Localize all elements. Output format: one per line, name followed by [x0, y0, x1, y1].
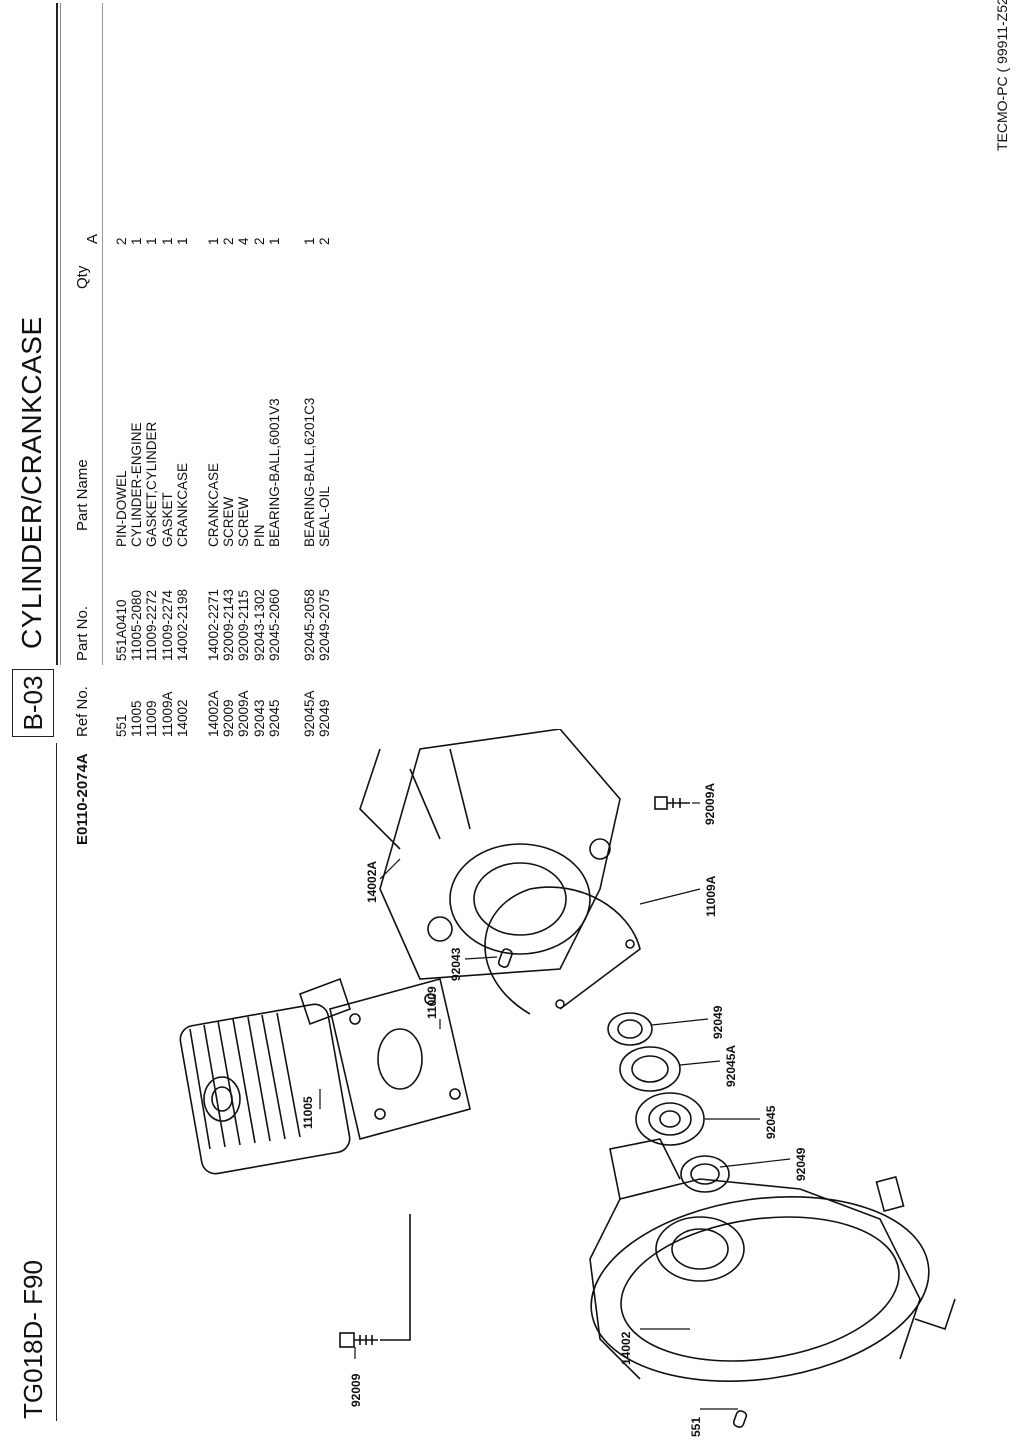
crankcase-gasket-11009A-drawing [484, 886, 641, 1015]
label-92049-lower: 92049 [794, 1147, 808, 1181]
screw-92009-drawing [339, 1214, 411, 1348]
label-11009A: 11009A [704, 875, 718, 917]
exploded-parts-diagram: 551 14002 92009 11005 11009 92049 92045 … [179, 729, 956, 1437]
col-header-part-name: Part Name [74, 459, 91, 531]
footer-catalog-code: TECMO-PC ( 99911-Z524-00 ) [994, 0, 1010, 151]
label-11009: 11009 [425, 986, 439, 1019]
col-header-qty-sub: A [84, 233, 101, 244]
section-code-box: B-03 [12, 669, 54, 737]
bearing-92045A-drawing [619, 1046, 681, 1092]
label-92043: 92043 [449, 947, 463, 981]
label-92045: 92045 [764, 1105, 778, 1139]
label-92009: 92009 [349, 1373, 363, 1407]
header-rule-right [56, 3, 58, 665]
cylinder-11005-drawing [179, 977, 352, 1175]
label-11005: 11005 [301, 1096, 315, 1129]
label-92045A: 92045A [724, 1045, 738, 1087]
dowel-pin-551-drawing [732, 1410, 748, 1428]
label-92009A: 92009A [703, 783, 717, 825]
crankcase-14002-drawing [589, 1138, 956, 1383]
col-header-part-no: Part No. [74, 605, 91, 661]
section-code: B-03 [17, 675, 48, 731]
label-14002A: 14002A [365, 861, 379, 903]
section-title: CYLINDER/CRANKCASE [16, 316, 47, 649]
oil-seal-92049-lower-drawing [680, 1155, 730, 1193]
label-92049-upper: 92049 [711, 1005, 725, 1039]
crankcase-14002A-drawing [359, 729, 621, 980]
header-rule-right-thin [60, 3, 61, 665]
col-header-qty: Qty [74, 265, 91, 289]
bearing-92045-drawing [635, 1092, 705, 1146]
label-551: 551 [689, 1417, 703, 1437]
cylinder-gasket-11009-drawing [329, 978, 471, 1140]
pin-92043-drawing [497, 948, 513, 968]
oil-seal-92049-upper-drawing [607, 1012, 653, 1046]
screw-92009A-drawing [654, 796, 690, 810]
label-14002: 14002 [619, 1331, 633, 1365]
table-header-rule [102, 3, 103, 665]
